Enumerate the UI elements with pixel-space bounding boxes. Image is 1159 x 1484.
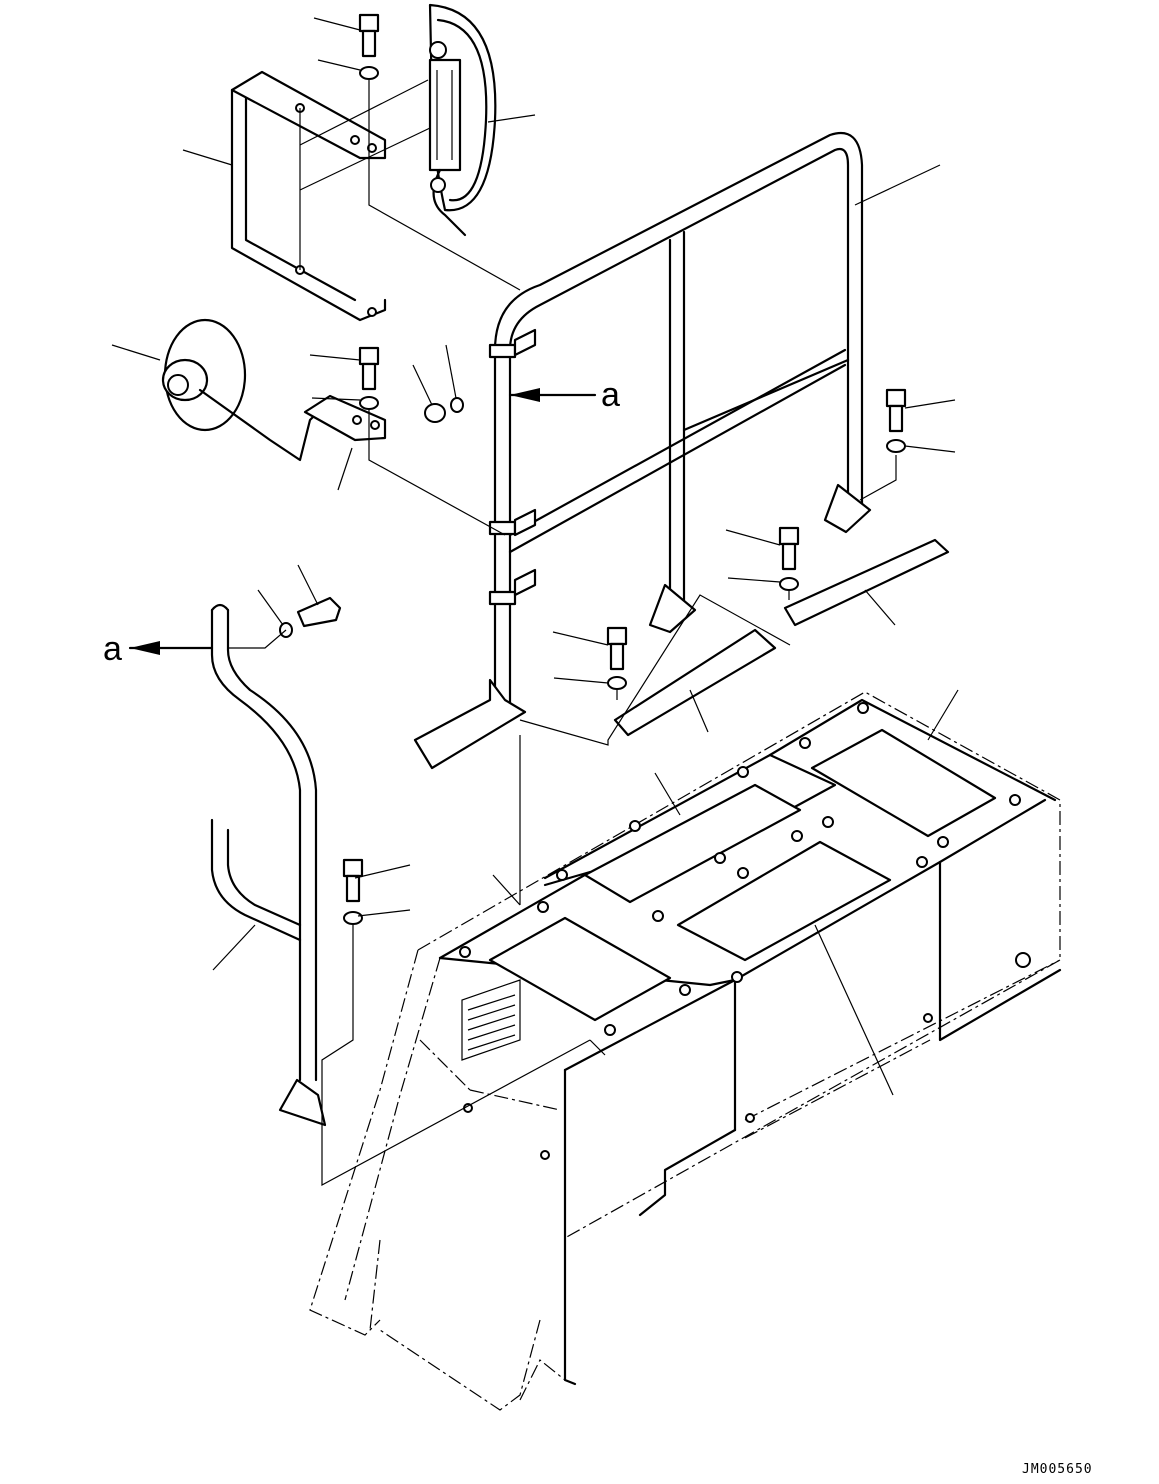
mirror-bracket-frame: [230, 70, 387, 322]
hood-body: [309, 691, 1062, 1411]
beacon-lamp: [161, 318, 387, 462]
side-handle: [210, 603, 327, 1127]
vent-grille: [461, 979, 521, 1061]
cover-panel-center-lower: [652, 816, 928, 983]
work-lamp: [428, 3, 497, 237]
leader-lines: [111, 17, 959, 1096]
cover-panel-center-upper: [556, 766, 803, 904]
assembly-lines: [299, 79, 897, 1187]
cover-panel-left: [459, 901, 691, 1036]
detail-arrow-upper: a: [508, 376, 620, 414]
cover-panel-right: [799, 702, 1021, 848]
detail-marker-a-left: a: [103, 630, 122, 668]
detail-marker-a-upper: a: [601, 376, 620, 414]
drawing-code: JM005650: [1022, 1462, 1093, 1477]
handrail: [413, 132, 872, 770]
detail-arrow-left: a: [103, 629, 287, 668]
rail-brackets: [613, 538, 950, 737]
